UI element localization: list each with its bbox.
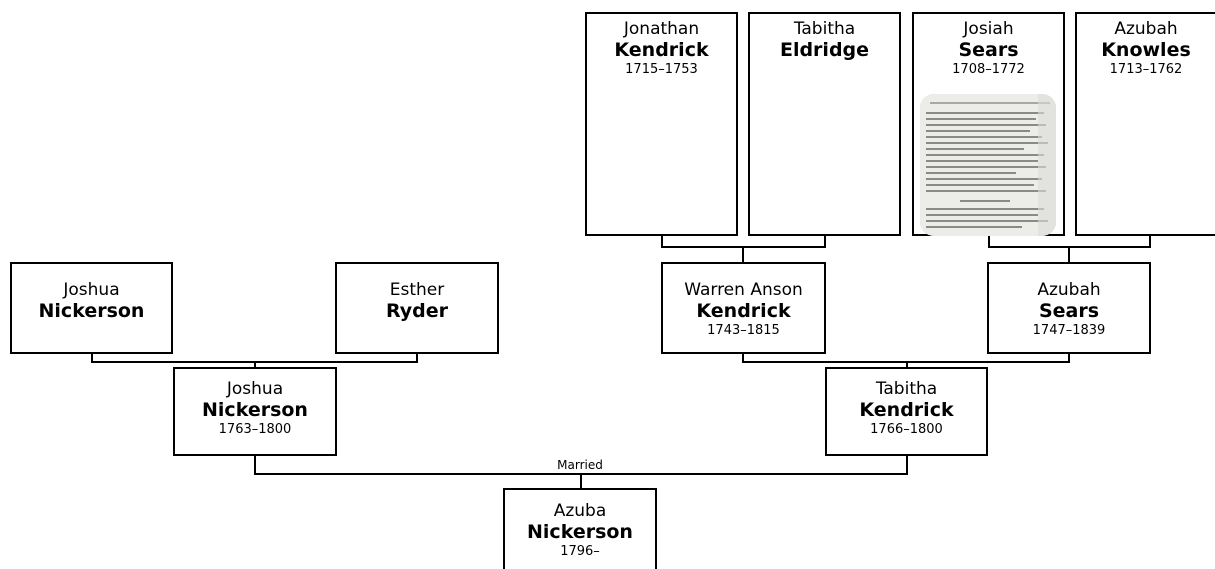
given-name: Joshua [63,280,120,300]
surname: Nickerson [202,399,308,421]
given-name: Joshua [226,379,284,399]
marriage-line [254,473,908,475]
connector-line [661,236,663,248]
connector-line [1068,354,1070,363]
connector-line [988,236,990,248]
connector-line [580,475,582,489]
married-label: Married [557,458,603,472]
given-name: Tabitha [875,379,938,399]
surname: Kendrick [614,39,709,61]
life-years: 1713–1762 [1109,62,1183,77]
surname: Kendrick [696,300,791,322]
surname: Sears [1038,300,1100,322]
person-card-tabitha-kendrick[interactable]: Tabitha Kendrick 1766–1800 [825,367,988,456]
person-card-warren-anson-kendrick[interactable]: Warren Anson Kendrick 1743–1815 [661,262,826,354]
connector-line [824,236,826,248]
given-name: Azubah [1114,19,1178,39]
life-years: 1766–1800 [870,422,943,437]
person-card-azubah-knowles[interactable]: Azubah Knowles 1713–1762 [1075,12,1215,236]
surname: Ryder [385,300,449,322]
given-name: Warren Anson [684,280,803,300]
given-name: Tabitha [793,19,856,39]
person-card-joshua-nickerson-father[interactable]: Joshua Nickerson [10,262,173,354]
person-card-azubah-sears[interactable]: Azubah Sears 1747–1839 [987,262,1151,354]
life-years: 1715–1753 [625,62,698,77]
surname: Kendrick [859,399,954,421]
connector-line [254,361,256,368]
surname: Nickerson [38,300,145,322]
life-years: 1763–1800 [218,422,292,437]
connector-line [416,354,418,363]
connector-line [742,354,744,363]
life-years: 1796– [560,544,600,559]
life-years: 1708–1772 [952,62,1025,77]
surname: Knowles [1101,39,1191,61]
given-name: Josiah [963,19,1014,39]
surname: Sears [958,39,1019,61]
connector-line [1068,246,1070,263]
person-card-jonathan-kendrick[interactable]: Jonathan Kendrick 1715–1753 [585,12,738,236]
connector-line [742,246,744,263]
given-name: Esther [389,280,445,300]
document-thumbnail[interactable] [920,94,1056,236]
connector-line [254,456,256,475]
person-card-josiah-sears[interactable]: Josiah Sears 1708–1772 [912,12,1065,236]
given-name: Azuba [553,501,607,521]
given-name: Jonathan [623,19,700,39]
person-card-joshua-nickerson[interactable]: Joshua Nickerson 1763–1800 [173,367,337,456]
given-name: Azubah [1037,280,1101,300]
person-card-esther-ryder[interactable]: Esther Ryder [335,262,499,354]
life-years: 1747–1839 [1032,323,1106,338]
person-card-azuba-nickerson[interactable]: Azuba Nickerson 1796– [503,488,657,569]
surname: Nickerson [527,521,633,543]
connector-line [906,361,908,368]
life-years: 1743–1815 [707,323,780,338]
connector-line [1149,236,1151,248]
surname: Eldridge [779,39,870,61]
connector-line [91,354,93,363]
connector-line [906,456,908,475]
scanned-page-image [920,94,1056,236]
person-card-tabitha-eldridge[interactable]: Tabitha Eldridge [748,12,901,236]
